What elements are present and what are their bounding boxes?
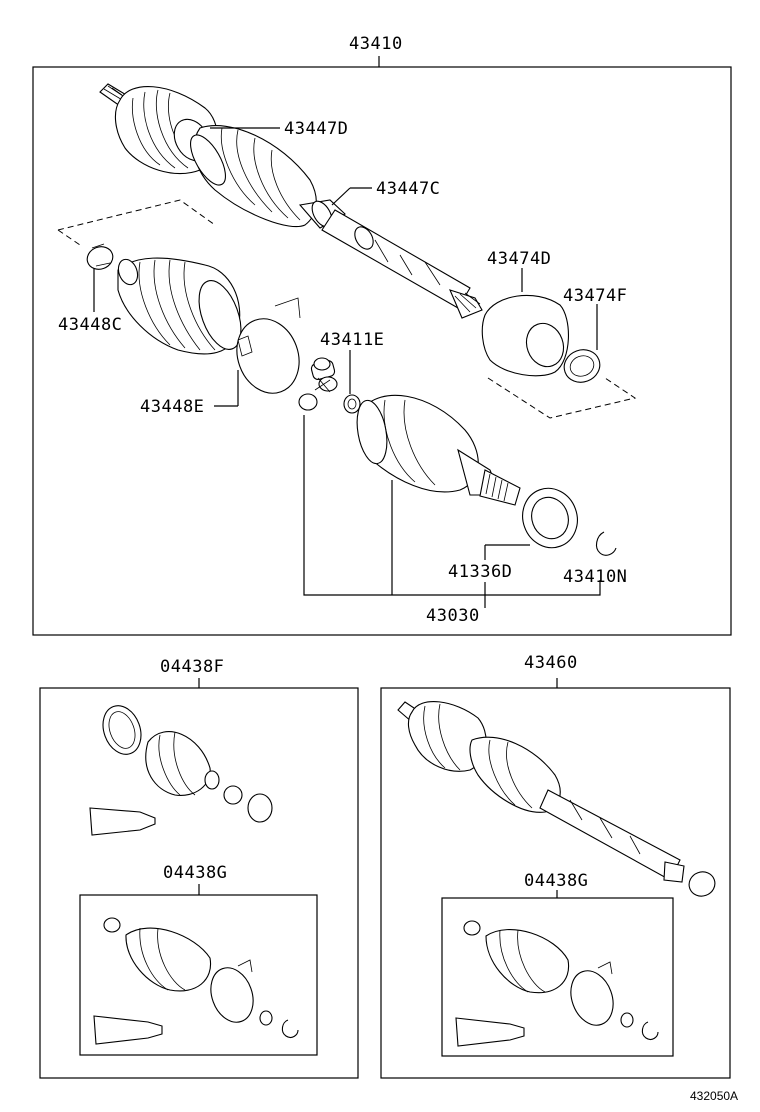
frame-43460 [380,687,731,1079]
snap-ring-43410N [595,531,617,556]
label-43448C: 43448C [58,315,122,335]
damper-43474D [481,294,569,377]
label-04438G-left: 04438G [163,863,227,883]
boot-kit-04438G-left [93,917,299,1045]
clamp-43448C [86,243,114,270]
frame-04438F [39,687,359,1079]
diagram-code: 432050A [690,1089,738,1103]
label-43410: 43410 [349,34,403,54]
boot-kit-04438G-right [455,920,659,1047]
label-43474F: 43474F [563,286,627,306]
label-43410N: 43410N [563,567,627,587]
frame-43410 [32,66,732,636]
label-43411E: 43411E [320,330,384,350]
inner-cv-housing [356,394,521,506]
dash-plane-left [57,199,216,231]
drive-shaft-outer-assembly [99,83,483,319]
boot-kit-04438F [89,705,273,836]
label-43474D: 43474D [487,249,551,269]
label-41336D: 41336D [448,562,512,582]
drive-shaft-assembly-43460 [397,701,716,897]
label-04438G-right: 04438G [524,871,588,891]
inner-boot [117,257,242,355]
dash-plane-right [487,377,637,419]
band-clamp-43448E [236,297,301,394]
seal-41336D [522,487,578,549]
label-43447D: 43447D [284,119,348,139]
label-43030: 43030 [426,606,480,626]
label-04438F: 04438F [160,657,224,677]
label-43448E: 43448E [140,397,204,417]
tripod-joint [298,357,361,414]
label-43460: 43460 [524,653,578,673]
clamp-43474F [563,349,601,383]
bracket-43030 [303,415,601,596]
label-43447C: 43447C [376,179,440,199]
